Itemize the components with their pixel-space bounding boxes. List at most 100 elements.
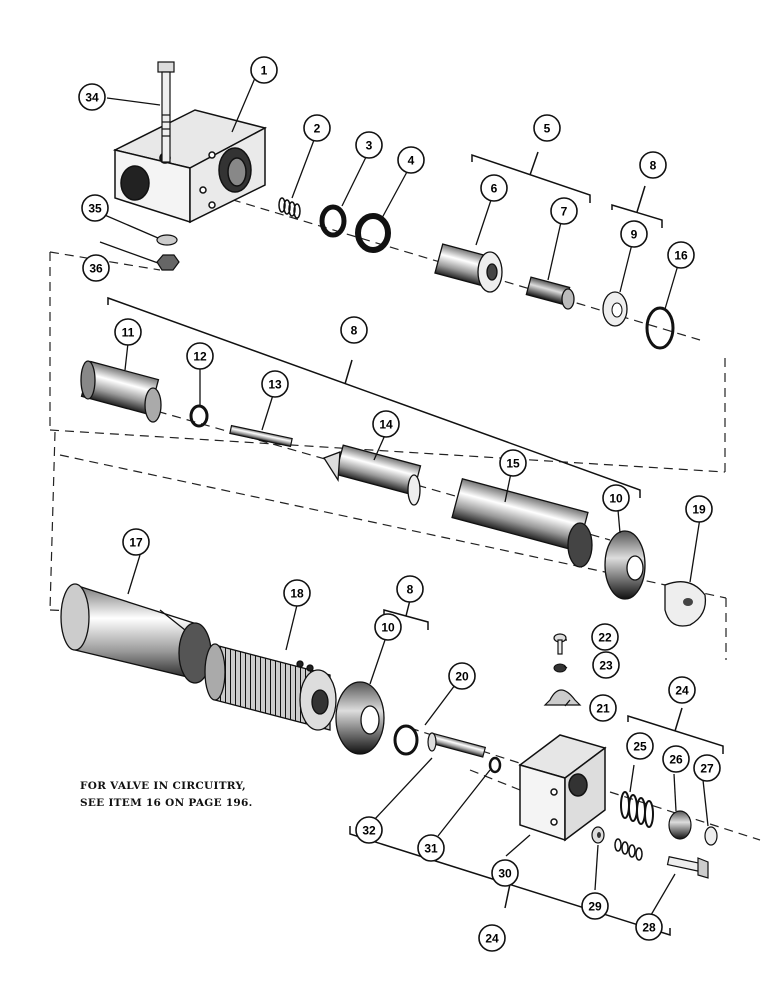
pin-13 [229,424,293,448]
callout-12: 12 [186,342,214,370]
callout-label: 8 [650,159,657,173]
poppet-7 [525,276,575,310]
callout-21: 21 [589,694,617,722]
retainer-10-upper [604,530,646,600]
clamp-21 [543,689,582,706]
seal-3 [319,204,347,238]
callout-29: 29 [581,892,609,920]
callout-label: 28 [642,921,656,935]
callout-35: 35 [81,194,109,222]
note-line-2: SEE ITEM 16 ON PAGE 196. [80,797,253,809]
callout-label: 12 [193,350,207,364]
callout-22: 22 [591,623,619,651]
callout-23: 23 [592,651,620,679]
circuitry-note: FOR VALVE IN CIRCUITRY, SEE ITEM 16 ON P… [80,778,253,812]
callout-5: 5 [533,114,561,142]
callout-7: 7 [550,197,578,225]
callout-2: 2 [303,114,331,142]
callout-25: 25 [626,732,654,760]
callout-label: 8 [407,583,414,597]
cup-26 [668,810,692,840]
stem-32 [427,732,487,758]
callout-label: 11 [122,326,135,340]
callout-label: 10 [609,492,623,506]
callout-24: 24 [478,924,506,952]
callout-label: 22 [598,631,612,645]
callout-label: 21 [596,702,610,716]
callout-13: 13 [261,370,289,398]
spring-2 [278,197,301,219]
callout-36: 36 [82,254,110,282]
callout-30: 30 [491,859,519,887]
block-30 [518,734,607,842]
housing-17 [60,583,212,684]
leader-lines [99,77,709,916]
bolt-28 [666,856,709,879]
callout-10: 10 [374,613,402,641]
ring-16 [645,306,675,350]
bolt-34 [157,61,175,163]
oring-31 [488,756,502,774]
callout-18: 18 [283,579,311,607]
callout-34: 34 [78,83,106,111]
callout-label: 26 [669,753,683,767]
callout-17: 17 [122,528,150,556]
callout-28: 28 [635,913,663,941]
callout-label: 8 [351,324,358,338]
note-line-1: FOR VALVE IN CIRCUITRY, [80,780,246,792]
callout-label: 30 [498,867,512,881]
callout-label: 24 [675,684,689,698]
callout-15: 15 [499,449,527,477]
callout-label: 27 [700,762,714,776]
callout-label: 15 [506,457,520,471]
spring-25 [620,791,654,828]
callout-label: 17 [129,536,143,550]
callout-26: 26 [662,745,690,773]
callout-label: 2 [314,122,321,136]
callout-27: 27 [693,754,721,782]
screw-22 [553,633,567,655]
washer-23 [553,663,567,673]
callout-label: 16 [674,249,688,263]
callout-32: 32 [355,816,383,844]
callout-label: 36 [89,262,103,276]
piston-14 [323,444,422,506]
oring-20 [393,724,419,756]
callout-11: 11 [114,318,142,346]
callout-label: 5 [544,122,551,136]
sleeve-15 [451,478,593,568]
callout-20: 20 [448,662,476,690]
callout-label: 31 [424,842,438,856]
callout-9: 9 [620,220,648,248]
callout-label: 23 [599,659,613,673]
washer-27 [704,826,718,846]
callout-label: 25 [633,740,647,754]
callout-label: 6 [491,182,498,196]
callout-4: 4 [397,146,425,174]
assembly-lines [49,177,761,841]
threaded-body-18 [204,643,337,731]
callout-19: 19 [685,495,713,523]
callout-label: 35 [88,202,102,216]
callout-label: 3 [366,139,373,153]
valve-seat-6 [434,243,503,293]
callout-label: 34 [85,91,99,105]
ring-4 [355,213,391,253]
callout-14: 14 [372,410,400,438]
callout-31: 31 [417,834,445,862]
callout-24: 24 [668,676,696,704]
callout-label: 4 [408,154,415,168]
oring-12 [189,404,209,428]
callout-8: 8 [396,575,424,603]
callout-label: 18 [290,587,304,601]
spring-small [614,838,643,861]
retainer-10-lower [335,681,385,755]
callout-1: 1 [250,56,278,84]
callout-16: 16 [667,241,695,269]
callout-10: 10 [602,484,630,512]
callout-8: 8 [639,151,667,179]
callout-label: 24 [485,932,499,946]
